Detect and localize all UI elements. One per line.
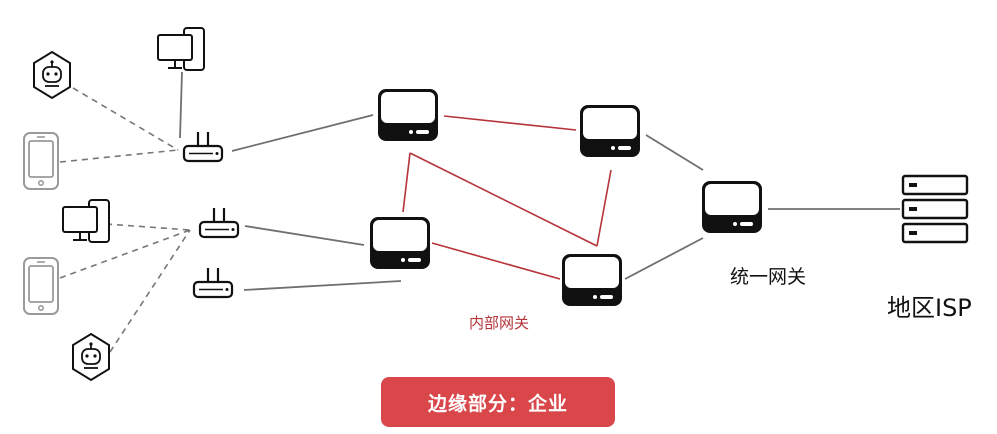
link-router-gateway-2 [624, 237, 704, 280]
internal-link-5 [431, 242, 561, 280]
edge-enterprise-banner: 边缘部分：企业 [381, 377, 615, 427]
internal-link-2 [402, 152, 411, 213]
wifi-router-icon [198, 206, 240, 239]
internal-gateway-label: 内部网关 [469, 314, 530, 332]
unified-gateway-label: 统一网关 [730, 266, 807, 288]
link-wifi-3-router [243, 280, 402, 291]
robot-icon [72, 333, 110, 381]
smartphone-icon [23, 257, 59, 315]
desktop-pc-icon [157, 27, 205, 71]
link-wifi-1-router [231, 114, 374, 152]
internal-link-4 [596, 169, 612, 247]
link-router-gateway [645, 134, 704, 171]
robot-icon [33, 51, 71, 99]
link-pc-1-wifi [179, 71, 183, 139]
link-phone-2-wifi [59, 229, 191, 279]
gateway-router-icon [702, 181, 762, 233]
link-phone-1-wifi [59, 149, 179, 163]
link-robot-2-wifi [109, 229, 191, 353]
desktop-pc-icon [62, 199, 110, 243]
wifi-router-icon [192, 266, 234, 299]
router-icon [370, 217, 430, 269]
internal-link-1 [443, 115, 577, 131]
internal-link-3 [409, 152, 598, 247]
router-icon [378, 89, 438, 141]
link-robot-1-wifi [72, 87, 179, 151]
wifi-router-icon [182, 130, 224, 163]
server-rack-icon [901, 174, 969, 244]
router-icon [562, 254, 622, 306]
router-icon [580, 105, 640, 157]
smartphone-icon [23, 132, 59, 190]
link-wifi-2-router [244, 225, 365, 246]
link-pc-2-wifi [105, 223, 191, 231]
regional-isp-label: 地区ISP [887, 294, 972, 322]
